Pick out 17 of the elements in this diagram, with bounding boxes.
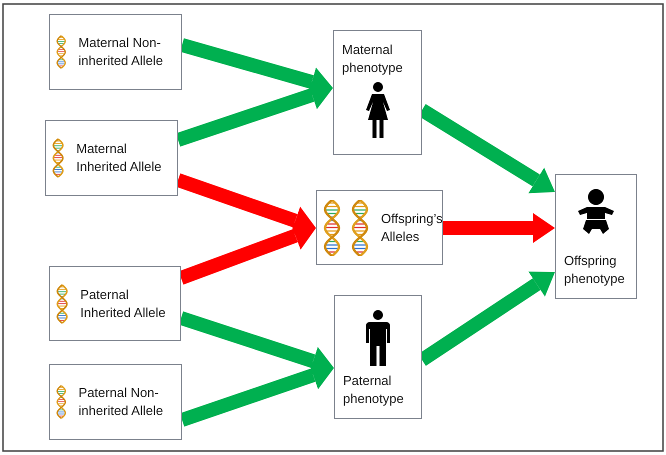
node-box: [333, 30, 422, 155]
node-box: [45, 120, 178, 196]
node-box: [555, 174, 637, 299]
node-label: Paternal Inherited Allele: [80, 286, 167, 322]
node-label: Maternal Non-inherited Allele: [78, 34, 164, 70]
node-label: Offspring’s Alleles: [381, 210, 443, 246]
arrow: [443, 213, 555, 243]
node-label: Maternal phenotype: [342, 41, 404, 77]
node-box: [334, 295, 422, 419]
node-label: Paternal phenotype: [343, 372, 405, 408]
node-label: Paternal Non-inherited Allele: [78, 384, 164, 420]
node-box: [49, 14, 182, 90]
node-label: Offspring phenotype: [564, 252, 626, 288]
node-box: [316, 190, 443, 265]
node-label: Maternal Inherited Allele: [76, 140, 163, 176]
node-box: [49, 364, 182, 440]
node-box: [49, 266, 181, 341]
